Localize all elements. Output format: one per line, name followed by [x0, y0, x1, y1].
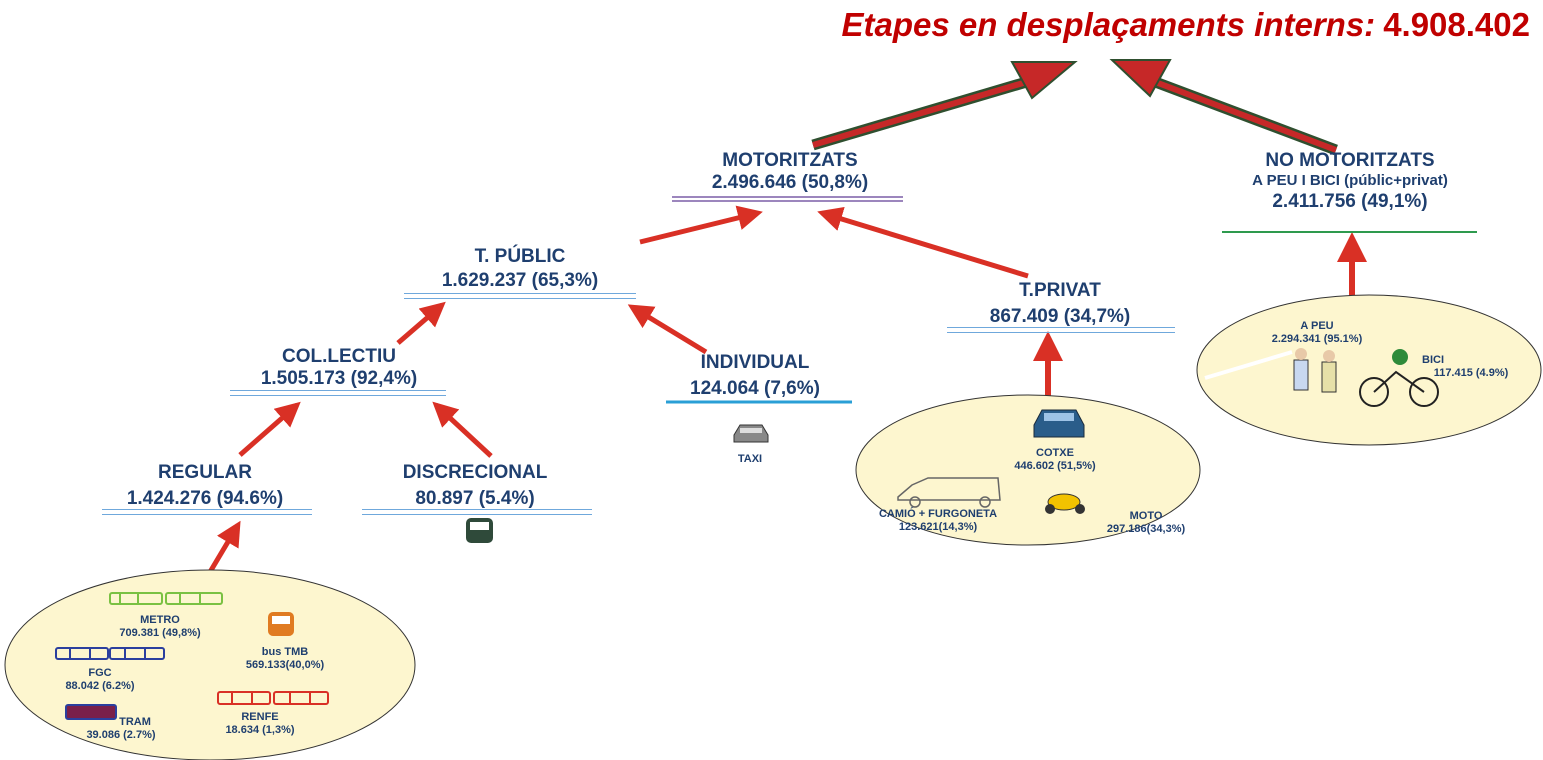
- title-total: 4.908.402: [1383, 6, 1530, 43]
- arrow-tprivat-motor: [817, 206, 1029, 279]
- node-sublabel: A PEU I BICI (públic+privat): [1252, 172, 1448, 189]
- mode-moto: MOTO 297.186(34,3%): [1086, 510, 1206, 536]
- node-value: 867.409 (34,7%): [989, 306, 1131, 327]
- mode-label: RENFE: [241, 711, 279, 723]
- node-value: 1.505.173 (92,4%): [260, 368, 418, 389]
- arrow-tpublic-motor: [639, 205, 763, 245]
- mode-bus-tmb: bus TMB 569.133(40,0%): [215, 646, 355, 672]
- mode-label: FGC: [88, 667, 112, 679]
- cotxe-icon: [1033, 409, 1085, 438]
- node-label: MOTORITZATS: [722, 150, 858, 171]
- mode-value: 18.634 (1,3%): [225, 724, 295, 736]
- node-t-public: T. PÚBLIC 1.629.237 (65,3%): [400, 246, 640, 292]
- renfe-train-icon: [217, 691, 329, 705]
- mode-value: 2.294.341 (95.1%): [1271, 333, 1363, 345]
- diagram-title: Etapes en desplaçaments interns:4.908.40…: [740, 6, 1530, 44]
- node-individual: INDIVIDUAL 124.064 (7,6%): [650, 352, 860, 400]
- mode-metro: METRO 709.381 (49,8%): [90, 614, 230, 640]
- node-t-privat: T.PRIVAT 867.409 (34,7%): [945, 280, 1175, 328]
- mode-value: 569.133(40,0%): [245, 659, 325, 671]
- mode-value: 297.186(34,3%): [1106, 523, 1186, 535]
- mode-label: A PEU: [1300, 320, 1334, 332]
- node-regular-underline: [102, 509, 312, 515]
- mode-fgc: FGC 88.042 (6.2%): [40, 667, 160, 693]
- arrow-ellipse-regular: [207, 520, 241, 574]
- node-t-public-underline: [404, 293, 636, 299]
- node-t-privat-underline: [947, 327, 1175, 333]
- node-label: DISCRECIONAL: [402, 462, 548, 483]
- bus-tmb-icon: [268, 612, 294, 636]
- privat-modes-ellipse: [855, 394, 1201, 546]
- big-arrow-no-motoritzats: [1109, 59, 1338, 156]
- pedestrians-icon: [1293, 348, 1337, 393]
- node-label: COL.LECTIU: [282, 346, 396, 367]
- taxi-label: TAXI: [737, 453, 763, 465]
- node-collectiu: COL.LECTIU 1.505.173 (92,4%): [230, 346, 448, 390]
- mode-renfe: RENFE 18.634 (1,3%): [210, 711, 310, 737]
- mode-cotxe: COTXE 446.602 (51,5%): [1000, 447, 1110, 473]
- mode-value: 446.602 (51,5%): [1014, 460, 1096, 472]
- arrow-individual-tpublic: [627, 304, 708, 355]
- mode-label: CAMIÓ + FURGONETA: [878, 508, 998, 520]
- mode-value: 88.042 (6.2%): [65, 680, 135, 692]
- discrecional-bus-icon: [466, 518, 493, 543]
- node-label: REGULAR: [158, 462, 252, 483]
- fgc-train-icon: [55, 647, 165, 660]
- mode-a-peu: A PEU 2.294.341 (95.1%): [1252, 320, 1382, 346]
- node-regular: REGULAR 1.424.276 (94.6%): [100, 462, 310, 510]
- no-motor-ellipse: [1196, 294, 1542, 446]
- mode-value: 39.086 (2.7%): [86, 729, 156, 741]
- node-value: 80.897 (5.4%): [415, 488, 535, 509]
- mode-label: BICI: [1422, 354, 1444, 366]
- mode-label: METRO: [140, 614, 180, 626]
- mode-label: bus TMB: [261, 646, 309, 658]
- node-label: T.PRIVAT: [1019, 280, 1101, 301]
- node-label: INDIVIDUAL: [700, 352, 810, 373]
- node-label: T. PÚBLIC: [474, 246, 566, 267]
- no-motor-pie-divider: [1204, 350, 1293, 380]
- arrow-regular-collectiu: [238, 401, 301, 457]
- moto-icon: [1045, 493, 1085, 514]
- bicycle-icon: [1359, 349, 1439, 407]
- arrow-collectiu-tpublic: [396, 301, 446, 345]
- arrow-discrecional-collectiu: [432, 401, 493, 458]
- node-motoritzats: MOTORITZATS 2.496.646 (50,8%): [670, 150, 910, 194]
- mode-value: 123.621(14,3%): [898, 521, 978, 533]
- node-value: 2.496.646 (50,8%): [711, 172, 869, 193]
- node-discrecional: DISCRECIONAL 80.897 (5.4%): [360, 462, 590, 510]
- big-arrow-motoritzats: [811, 61, 1078, 151]
- mode-label: MOTO: [1129, 510, 1163, 522]
- metro-train-icon: [109, 592, 223, 605]
- taxi-icon: [733, 424, 769, 443]
- mode-tram: TRAM 39.086 (2.7%): [66, 716, 176, 742]
- node-value: 1.424.276 (94.6%): [126, 488, 284, 509]
- mode-label: TRAM: [119, 716, 151, 728]
- node-discrecional-underline: [362, 509, 592, 515]
- furgoneta-icon: [897, 477, 1001, 508]
- mode-value: 117.415 (4.9%): [1433, 367, 1509, 379]
- mode-value: 709.381 (49,8%): [119, 627, 201, 639]
- title-label: Etapes en desplaçaments interns:: [841, 6, 1376, 43]
- node-value: 124.064 (7,6%): [690, 378, 820, 399]
- tram-icon: [65, 704, 117, 720]
- node-collectiu-underline: [230, 390, 446, 396]
- node-value: 2.411.756 (49,1%): [1272, 191, 1428, 212]
- mode-bici: BICI 117.415 (4.9%): [1416, 354, 1526, 380]
- node-value: 1.629.237 (65,3%): [441, 270, 599, 291]
- node-no-motoritzats: NO MOTORITZATS A PEU I BICI (públic+priv…: [1210, 150, 1490, 213]
- mode-label: COTXE: [1036, 447, 1074, 459]
- node-label: NO MOTORITZATS: [1265, 150, 1435, 171]
- mode-camio: CAMIÓ + FURGONETA 123.621(14,3%): [858, 508, 1018, 534]
